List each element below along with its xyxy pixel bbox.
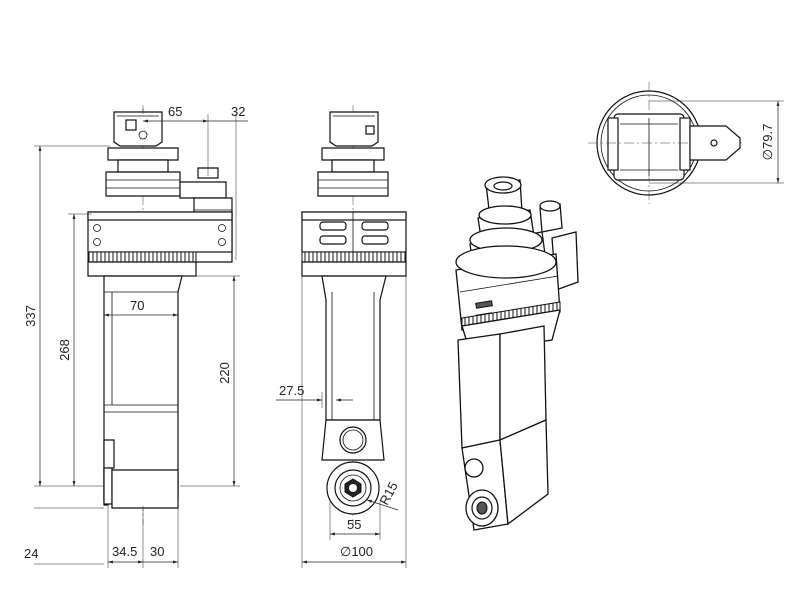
dim-27-5: 27.5 (279, 383, 304, 398)
dim-65: 65 (168, 104, 182, 119)
dim-30: 30 (150, 544, 164, 559)
front-view (87, 105, 233, 525)
dim-55: 55 (347, 517, 361, 532)
dim-diameter-100: ∅100 (340, 544, 373, 559)
dim-70: 70 (130, 298, 144, 313)
isometric-view (455, 176, 579, 531)
side-view (301, 105, 407, 525)
dim-34-5: 34.5 (112, 544, 137, 559)
dimension-lines: 65 32 337 268 70 220 24 34.5 30 (23, 104, 407, 568)
dim-337: 337 (23, 305, 38, 327)
dim-220: 220 (217, 362, 232, 384)
dim-diameter-79-7: ∅79.7 (760, 124, 775, 161)
dim-32: 32 (231, 104, 245, 119)
dim-268: 268 (57, 339, 72, 361)
dim-24: 24 (24, 546, 38, 561)
top-view: ∅79.7 (588, 82, 784, 204)
